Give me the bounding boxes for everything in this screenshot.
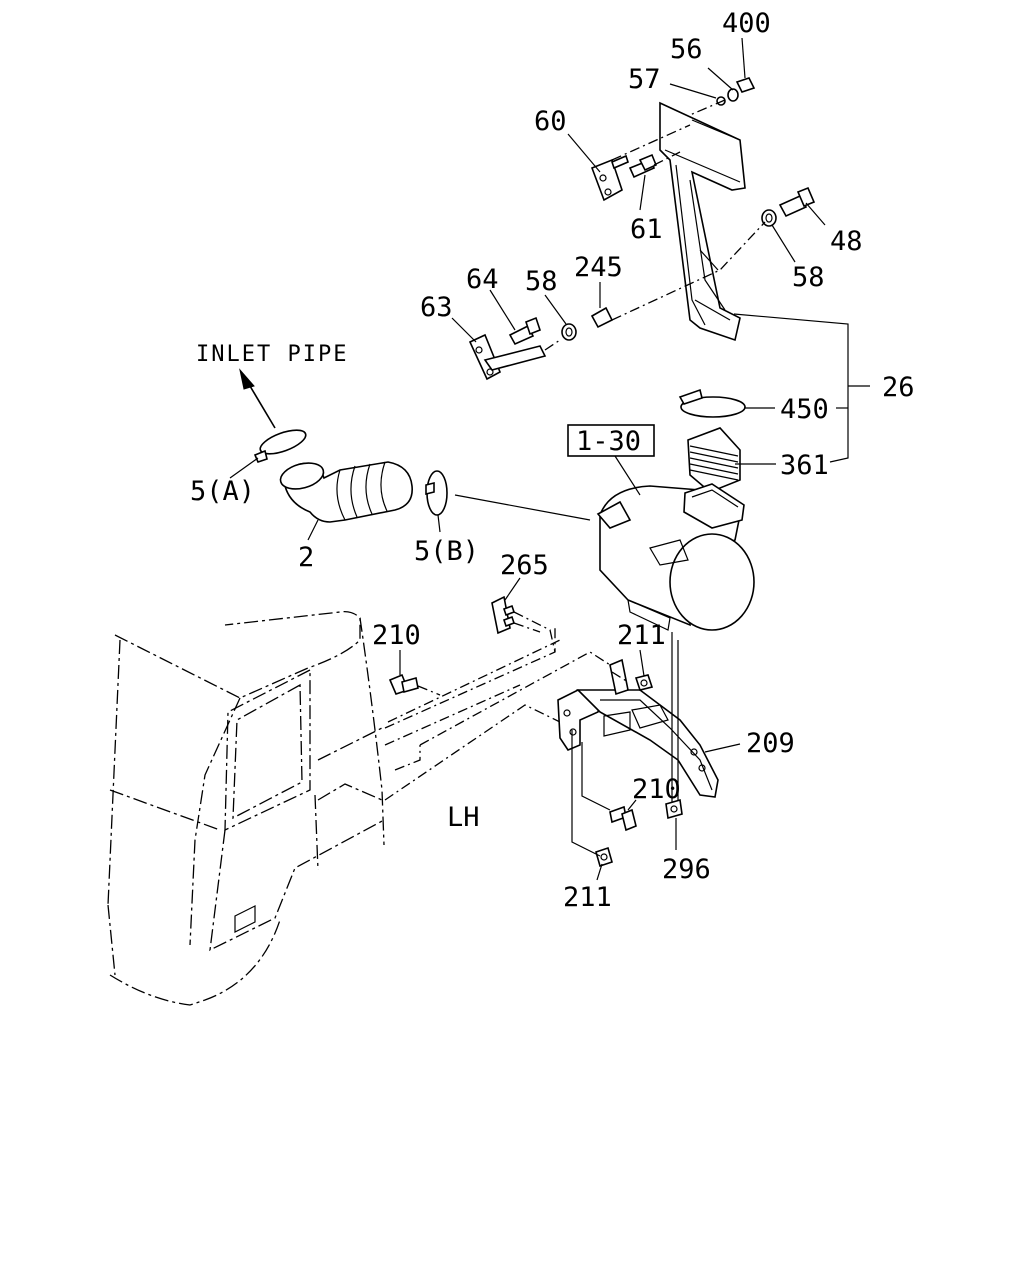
nut-211-top bbox=[634, 674, 654, 691]
bolt-210-top bbox=[388, 673, 441, 696]
nut-211-bottom bbox=[595, 846, 613, 868]
side-label: LH bbox=[447, 802, 480, 833]
inlet-arrow bbox=[239, 368, 276, 429]
part-label-211-top: 211 bbox=[617, 620, 666, 651]
part-label-63: 63 bbox=[420, 292, 453, 323]
part-labels: INLET PIPE 1-30 LH 400 56 57 60 61 48 58… bbox=[190, 8, 915, 913]
bracket-209 bbox=[557, 658, 719, 798]
clamp-450 bbox=[678, 388, 746, 418]
part-label-61: 61 bbox=[630, 214, 663, 245]
bolt-210-bottom bbox=[609, 805, 637, 832]
duct-assembly-26 bbox=[659, 101, 746, 342]
part-label-400: 400 bbox=[722, 8, 771, 39]
bracket-265 bbox=[491, 595, 556, 653]
mounting-lines bbox=[544, 99, 766, 351]
grommet-58-left bbox=[561, 323, 577, 341]
bolt-61 bbox=[611, 153, 658, 179]
part-label-58-right: 58 bbox=[792, 262, 825, 293]
hose-2 bbox=[279, 461, 413, 523]
part-label-265: 265 bbox=[500, 550, 549, 581]
filter-element-361 bbox=[687, 427, 741, 493]
nut-296 bbox=[665, 798, 683, 820]
assembly-ref-label: 1-30 bbox=[576, 426, 641, 457]
part-label-361: 361 bbox=[780, 450, 829, 481]
part-label-211-bottom: 211 bbox=[563, 882, 612, 913]
part-label-210-top: 210 bbox=[372, 620, 421, 651]
bolt-48 bbox=[778, 186, 816, 218]
bracket-63 bbox=[468, 333, 547, 381]
part-label-5a: 5(A) bbox=[190, 476, 255, 507]
lower-mounting-lines bbox=[571, 632, 679, 857]
part-label-5b: 5(B) bbox=[414, 536, 479, 567]
inlet-pipe-label: INLET PIPE bbox=[196, 342, 348, 367]
part-label-26: 26 bbox=[882, 372, 915, 403]
part-label-450: 450 bbox=[780, 394, 829, 425]
cab-outline bbox=[107, 610, 619, 1006]
bracket-60 bbox=[590, 158, 623, 202]
part-label-210-bottom: 210 bbox=[632, 774, 681, 805]
part-label-58-left: 58 bbox=[525, 266, 558, 297]
part-label-64: 64 bbox=[466, 264, 499, 295]
part-label-48: 48 bbox=[830, 226, 863, 257]
bolt-64 bbox=[508, 316, 541, 346]
assembly-ref-box bbox=[567, 424, 655, 457]
collar-245 bbox=[590, 306, 614, 329]
part-label-2: 2 bbox=[298, 542, 314, 573]
fasteners-57-56-400 bbox=[716, 77, 756, 106]
grommet-58-right bbox=[761, 209, 777, 227]
part-label-296: 296 bbox=[662, 854, 711, 885]
part-label-60: 60 bbox=[534, 106, 567, 137]
clamp-5a bbox=[253, 429, 307, 463]
leader-lines bbox=[229, 37, 870, 881]
part-label-209: 209 bbox=[746, 728, 795, 759]
part-label-245: 245 bbox=[574, 252, 623, 283]
air-cleaner-body bbox=[596, 483, 755, 631]
part-label-57: 57 bbox=[628, 64, 661, 95]
part-label-56: 56 bbox=[670, 34, 703, 65]
clamp-5b bbox=[425, 470, 448, 516]
